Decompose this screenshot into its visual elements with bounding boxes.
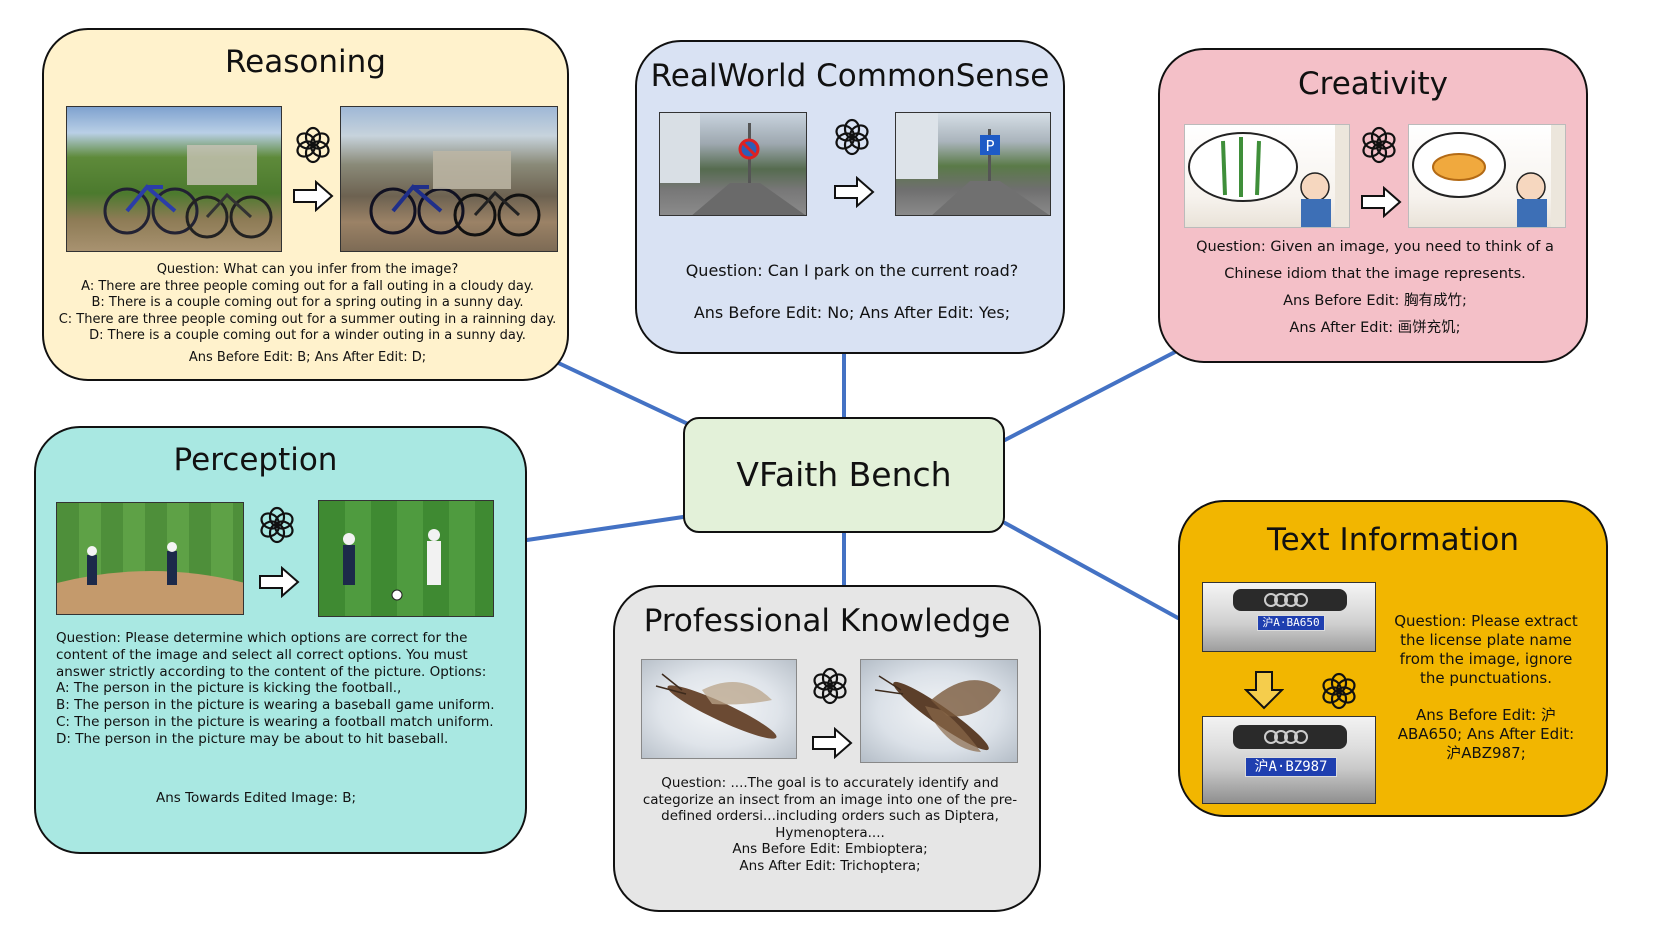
reasoning-question-block: Question: What can you infer from the im…	[58, 262, 557, 366]
creativity-question-block: Question: Given an image, you need to th…	[1170, 234, 1580, 342]
text-information-answer-line-1: Ans Before Edit: 沪	[1415, 706, 1557, 724]
connector-creativity	[1003, 350, 1177, 442]
openai-logo-icon	[811, 667, 849, 705]
creativity-image-before	[1184, 124, 1350, 228]
reasoning-question: Question: What can you infer from the im…	[156, 262, 459, 277]
license-plate-after: 沪A·BZ987	[1245, 757, 1337, 777]
realworld-card: RealWorld CommonSense P Ques	[635, 40, 1065, 354]
creativity-card: Creativity Question: Given	[1158, 48, 1588, 363]
realworld-title: RealWorld CommonSense	[650, 58, 1050, 94]
perception-answer: Ans Towards Edited Image: B;	[155, 790, 357, 806]
perception-question-block: Question: Please determine which options…	[56, 630, 516, 748]
professional-answer-before: Ans Before Edit: Embioptera;	[732, 841, 928, 858]
center-label: VFaith Bench	[736, 455, 952, 494]
center-node: VFaith Bench	[683, 417, 1005, 533]
creativity-title: Creativity	[1297, 66, 1448, 102]
perception-option-c: C: The person in the picture is wearing …	[56, 713, 494, 730]
openai-logo-icon	[833, 118, 871, 156]
openai-logo-icon	[258, 506, 296, 544]
reasoning-image-before	[66, 106, 282, 252]
openai-logo-icon	[294, 126, 332, 164]
perception-title: Perception	[173, 442, 338, 478]
text-information-question-line-4: the punctuations.	[1419, 669, 1553, 687]
creativity-question-line-1: Question: Given an image, you need to th…	[1196, 239, 1554, 255]
perception-question-line-1: Question: Please determine which options…	[56, 630, 468, 646]
creativity-image-after	[1408, 124, 1566, 228]
reasoning-option-a: A: There are three people coming out for…	[81, 278, 534, 294]
connector-perception	[525, 515, 685, 542]
connector-reasoning	[550, 358, 690, 426]
text-information-title: Text Information	[1267, 522, 1519, 558]
license-plate-before: 沪A·BA650	[1257, 615, 1325, 631]
openai-logo-icon	[1360, 126, 1398, 164]
right-arrow-icon	[292, 179, 334, 213]
text-information-question-line-1: Question: Please extract	[1394, 612, 1578, 630]
right-arrow-icon	[1360, 185, 1402, 219]
down-arrow-icon	[1243, 670, 1285, 710]
text-information-answer-line-2: ABA650; Ans After Edit:	[1397, 725, 1575, 743]
parking-sign-label: P	[985, 137, 994, 155]
connector-text-information	[1003, 521, 1180, 620]
text-information-answer-line-3: 沪ABZ987;	[1446, 744, 1526, 762]
perception-option-b: B: The person in the picture is wearing …	[56, 697, 495, 714]
right-arrow-icon	[833, 175, 875, 209]
realworld-image-after: P	[895, 112, 1051, 216]
openai-logo-icon	[1320, 672, 1358, 710]
text-information-question-line-3: from the image, ignore	[1399, 650, 1573, 668]
reasoning-option-c: C: There are three people coming out for…	[58, 311, 557, 327]
reasoning-option-d: D: There is a couple coming out for a wi…	[89, 328, 526, 343]
reasoning-answer: Ans Before Edit: B; Ans After Edit: D;	[188, 349, 427, 365]
professional-question-line-1: Question: ....The goal is to accurately …	[661, 775, 999, 791]
perception-card: Perception Question: Please determine wh…	[34, 426, 527, 854]
professional-question-line-3: defined ordersi...including orders such …	[661, 808, 999, 825]
reasoning-title: Reasoning	[225, 44, 386, 80]
reasoning-image-after	[340, 106, 558, 252]
perception-image-before	[56, 502, 244, 615]
text-information-question-line-2: the license plate name	[1400, 631, 1572, 649]
realworld-question-block: Question: Can I park on the current road…	[647, 250, 1057, 334]
right-arrow-icon	[811, 726, 853, 760]
professional-question-line-4: Hymenoptera....	[775, 824, 885, 841]
professional-question-line-2: categorize an insect from an image into …	[642, 791, 1018, 808]
creativity-question-line-2: Chinese idiom that the image represents.	[1224, 266, 1526, 282]
professional-card: Professional Knowledge Question: ....The…	[613, 585, 1041, 912]
realworld-image-before	[659, 112, 807, 216]
professional-answer-after: Ans After Edit: Trichoptera;	[739, 857, 921, 874]
professional-question-block: Question: ....The goal is to accurately …	[635, 775, 1025, 875]
reasoning-card: Reasoning	[42, 28, 569, 381]
realworld-question: Question: Can I park on the current road…	[685, 261, 1019, 280]
text-information-card: Text Information 沪A·BA650 沪A·BZ987 Quest…	[1178, 500, 1608, 817]
professional-image-after	[860, 659, 1018, 763]
creativity-answer-after: Ans After Edit: 画饼充饥;	[1289, 320, 1461, 336]
text-information-question-block: Question: Please extract the license pla…	[1380, 612, 1592, 763]
realworld-answer: Ans Before Edit: No; Ans After Edit: Yes…	[693, 303, 1011, 322]
text-information-image-after: 沪A·BZ987	[1202, 716, 1376, 804]
perception-question-line-3: answer strictly according to the content…	[56, 663, 487, 680]
right-arrow-icon	[258, 565, 300, 599]
professional-image-before	[641, 659, 797, 759]
perception-question-line-2: content of the image and select all corr…	[56, 646, 468, 663]
professional-title: Professional Knowledge	[643, 603, 1011, 639]
text-information-image-before: 沪A·BA650	[1202, 582, 1376, 652]
reasoning-option-b: B: There is a couple coming out for a sp…	[91, 295, 524, 310]
perception-image-after	[318, 500, 494, 617]
perception-option-d: D: The person in the picture may be abou…	[56, 730, 449, 747]
creativity-answer-before: Ans Before Edit: 胸有成竹;	[1283, 293, 1467, 309]
perception-option-a: A: The person in the picture is kicking …	[56, 680, 402, 697]
